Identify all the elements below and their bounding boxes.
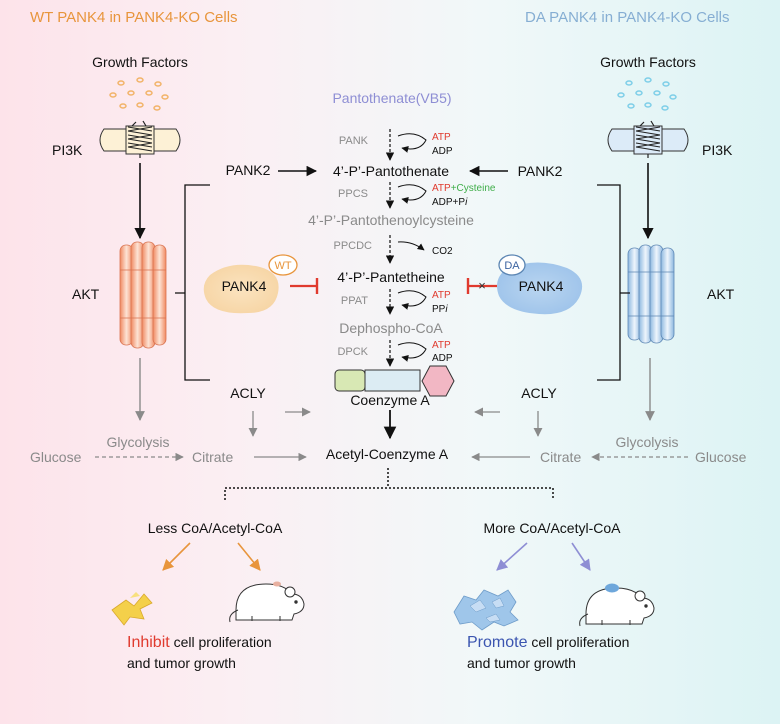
step-3-cofactor-curve	[397, 241, 425, 251]
left-outcome-arrow-cells	[162, 542, 191, 571]
left-growth-factors: Growth Factors	[92, 54, 188, 70]
right-citrate-label: Citrate	[540, 449, 581, 465]
step-1-out: ADP	[432, 146, 453, 157]
left-pank4-protein: PANK4 WT	[203, 254, 298, 314]
left-wt-badge-text: WT	[274, 260, 291, 272]
right-pi3k-receptor-icon	[607, 120, 689, 158]
right-pi3k-label: PI3K	[702, 142, 733, 158]
outcome-split-bracket	[224, 468, 554, 500]
step-3-out: CO2	[432, 246, 453, 257]
left-wt-badge	[268, 254, 298, 276]
right-glycolysis-label: Glycolysis	[615, 434, 678, 450]
step-2-in: ATP	[432, 183, 451, 194]
left-tumor-spot	[273, 581, 281, 587]
left-outcome-arrow-mouse	[237, 542, 261, 571]
intermediate-5: Coenzyme A	[350, 392, 430, 408]
right-blocked-inhibition-bar: ×	[466, 278, 497, 294]
left-effect-line2: and tumor growth	[127, 655, 236, 671]
step-1-enzyme: PANK	[339, 135, 369, 147]
pathway-start: Pantothenate(VB5)	[332, 90, 451, 106]
left-effect-rest: cell proliferation	[170, 634, 272, 650]
right-pank4-protein: PANK4 DA	[497, 254, 583, 315]
right-akt-protein-icon	[627, 244, 675, 344]
right-glucose-label: Glucose	[695, 449, 747, 465]
left-pank4-label: PANK4	[222, 278, 267, 294]
left-acly-label: ACLY	[230, 385, 266, 401]
step-2-enzyme: PPCS	[338, 188, 368, 200]
intermediate-1: 4’-P’-Pantothenate	[333, 163, 449, 179]
right-outcome-arrow-mouse	[571, 542, 591, 571]
step-2-in-extra: +Cysteine	[451, 183, 496, 194]
right-effect-word: Promote	[467, 634, 528, 651]
left-bracket	[175, 184, 210, 381]
left-effect-word: Inhibit	[127, 634, 170, 651]
step-1-cofactor-curve	[397, 133, 427, 153]
step-4-in: ATP	[432, 290, 451, 301]
right-akt-label: AKT	[707, 286, 735, 302]
left-pi3k-receptor-icon	[99, 120, 181, 158]
right-bracket	[597, 184, 630, 381]
right-title: DA PANK4 in PANK4-KO Cells	[525, 9, 730, 26]
left-akt-label: AKT	[72, 286, 100, 302]
step-2-cofactor-curve	[397, 184, 427, 204]
step-4-out-group: PPi	[432, 304, 448, 315]
right-outcome: More CoA/Acetyl-CoA	[484, 520, 622, 536]
left-outcome: Less CoA/Acetyl-CoA	[148, 520, 283, 536]
right-effect-line2: and tumor growth	[467, 655, 576, 671]
step-2-out-group: ADP+Pi	[432, 197, 468, 208]
step-5-enzyme: DPCK	[337, 346, 368, 358]
right-tumor-spot	[605, 583, 619, 593]
right-acly-label: ACLY	[521, 385, 557, 401]
right-outcome-arrow-cells	[496, 542, 528, 571]
right-effect-rest: cell proliferation	[527, 634, 629, 650]
right-cells-icon	[453, 589, 519, 631]
step-2-out-italic: i	[465, 197, 468, 208]
step-3-enzyme: PPCDC	[333, 240, 372, 252]
intermediate-2: 4’-P’-Pantothenoylcysteine	[308, 212, 474, 228]
step-5-cofactor-curve	[397, 342, 427, 362]
step-2-out: ADP+P	[432, 197, 465, 208]
step-4-enzyme: PPAT	[341, 295, 368, 307]
left-citrate-label: Citrate	[192, 449, 233, 465]
left-title: WT PANK4 in PANK4-KO Cells	[30, 9, 238, 26]
left-glycolysis-label: Glycolysis	[106, 434, 169, 450]
left-cells-icon	[111, 592, 153, 626]
left-akt-protein-icon	[119, 241, 167, 349]
step-5-in: ATP	[432, 340, 451, 351]
step-4-out-italic: i	[445, 304, 448, 315]
right-mouse-icon	[579, 587, 655, 627]
step-4-cofactor-curve	[397, 290, 427, 310]
left-growth-factor-dots	[109, 77, 169, 111]
step-2-in-group: ATP+Cysteine	[432, 183, 496, 194]
intermediate-6: Acetyl-Coenzyme A	[326, 446, 449, 462]
right-effect-line1: Promote cell proliferation	[467, 634, 629, 651]
intermediate-4: Dephospho-CoA	[339, 320, 443, 336]
left-mouse-icon	[229, 583, 305, 623]
right-da-badge	[498, 254, 526, 276]
right-pank4-label: PANK4	[519, 278, 564, 294]
step-1-in: ATP	[432, 132, 451, 143]
step-5-out: ADP	[432, 353, 453, 364]
left-glucose-label: Glucose	[30, 449, 82, 465]
step-4-out: PP	[432, 304, 446, 315]
left-effect-line1: Inhibit cell proliferation	[127, 634, 272, 651]
coenzyme-a-molecule-icon	[334, 365, 455, 397]
left-inhibition-bar	[290, 278, 319, 294]
left-pank2-label: PANK2	[226, 162, 271, 178]
right-growth-factors: Growth Factors	[600, 54, 696, 70]
right-growth-factor-dots	[617, 77, 677, 111]
right-da-badge-text: DA	[504, 260, 520, 272]
right-pank2-label: PANK2	[518, 163, 563, 179]
right-inhibition-cross: ×	[478, 278, 486, 293]
left-pi3k-label: PI3K	[52, 142, 83, 158]
intermediate-3: 4’-P’-Pantetheine	[337, 269, 445, 285]
